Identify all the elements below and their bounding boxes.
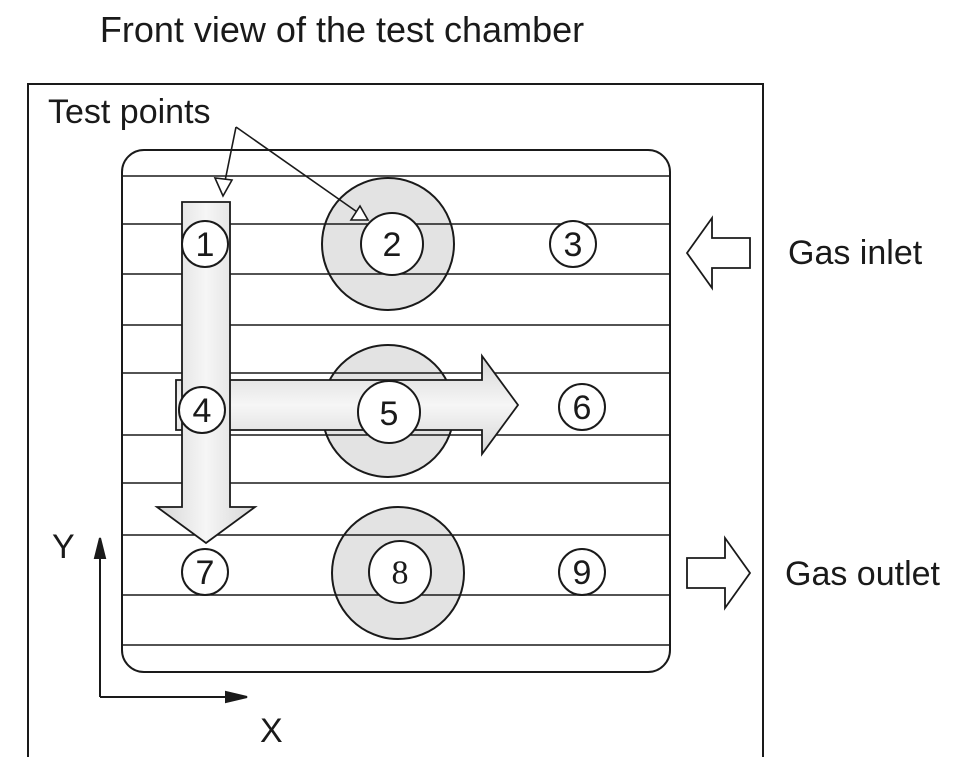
gas-outlet-label: Gas outlet bbox=[785, 555, 941, 593]
flow-arrow-down bbox=[154, 201, 258, 545]
test-point-5-circle bbox=[357, 380, 421, 444]
test-points-label: Test points bbox=[48, 93, 211, 131]
axis-x-label: X bbox=[260, 712, 283, 750]
test-point-6-circle bbox=[558, 383, 606, 431]
test-point-7-label: 7 bbox=[196, 554, 215, 592]
gas-inlet-label: Gas inlet bbox=[788, 234, 923, 272]
x-axis-arrowhead-icon bbox=[225, 690, 248, 704]
test-point-8-circle bbox=[368, 540, 432, 604]
test-points-leaders bbox=[213, 126, 370, 221]
test-point-5-label: 5 bbox=[380, 395, 399, 433]
gas-outlet-arrow-icon bbox=[686, 535, 752, 611]
axis-y-label: Y bbox=[52, 528, 75, 566]
test-point-9-circle bbox=[558, 548, 606, 596]
test-point-2-circle bbox=[360, 212, 424, 276]
test-point-3-label: 3 bbox=[564, 226, 583, 264]
test-point-4-label: 4 bbox=[193, 392, 212, 430]
test-point-1-circle bbox=[181, 220, 229, 268]
coordinate-axes bbox=[93, 537, 248, 704]
test-point-2-label: 2 bbox=[383, 226, 402, 264]
test-point-3-circle bbox=[549, 220, 597, 268]
test-point-8-label: 8 bbox=[392, 555, 409, 592]
y-axis-arrowhead-icon bbox=[93, 537, 107, 559]
chamber-frame bbox=[27, 83, 764, 757]
page-title: Front view of the test chamber bbox=[100, 9, 584, 50]
gas-inlet-arrow-icon bbox=[685, 215, 751, 291]
test-point-7-circle bbox=[181, 548, 229, 596]
test-points bbox=[178, 212, 606, 604]
test-point-9-label: 9 bbox=[573, 554, 592, 592]
test-point-6-label: 6 bbox=[573, 389, 592, 427]
test-point-4-circle bbox=[178, 386, 226, 434]
test-point-1-label: 1 bbox=[196, 226, 215, 264]
